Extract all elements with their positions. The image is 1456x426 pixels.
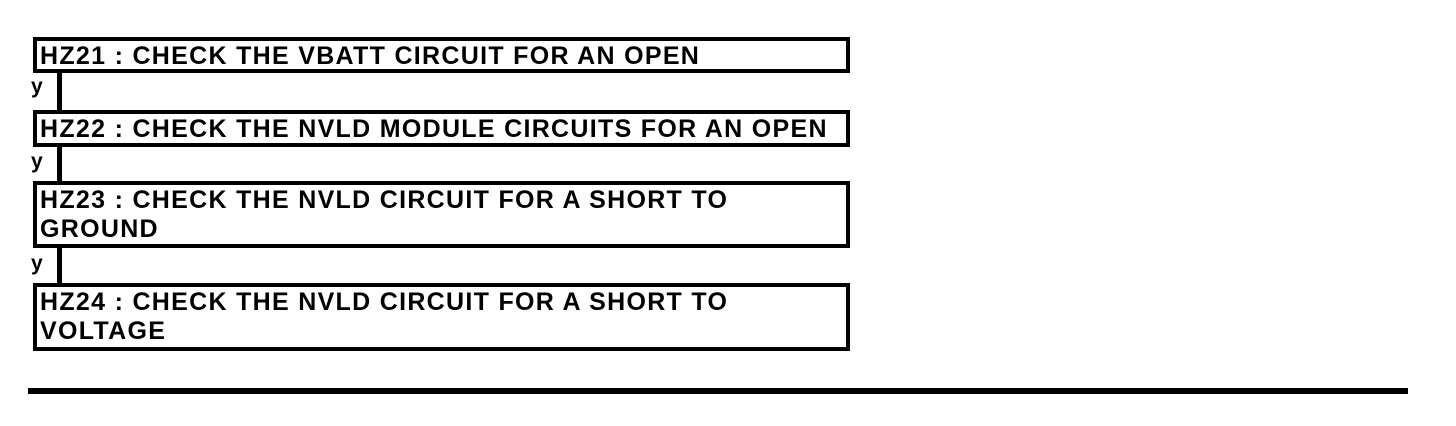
- flow-box-hz22: HZ22 : CHECK THE NVLD MODULE CIRCUITS FO…: [33, 110, 850, 147]
- flow-box-hz24: HZ24 : CHECK THE NVLD CIRCUIT FOR A SHOR…: [33, 283, 850, 351]
- connector-line: [57, 71, 62, 114]
- flow-box-hz23: HZ23 : CHECK THE NVLD CIRCUIT FOR A SHOR…: [33, 181, 850, 248]
- connector-line: [57, 246, 62, 287]
- connector-yes-label: y: [31, 75, 43, 98]
- connector-yes-label: y: [31, 252, 43, 275]
- flow-box-hz21: HZ21 : CHECK THE VBATT CIRCUIT FOR AN OP…: [33, 37, 850, 73]
- connector-line: [57, 145, 62, 185]
- connector-yes-label: y: [31, 150, 43, 173]
- separator-rule: [28, 388, 1408, 394]
